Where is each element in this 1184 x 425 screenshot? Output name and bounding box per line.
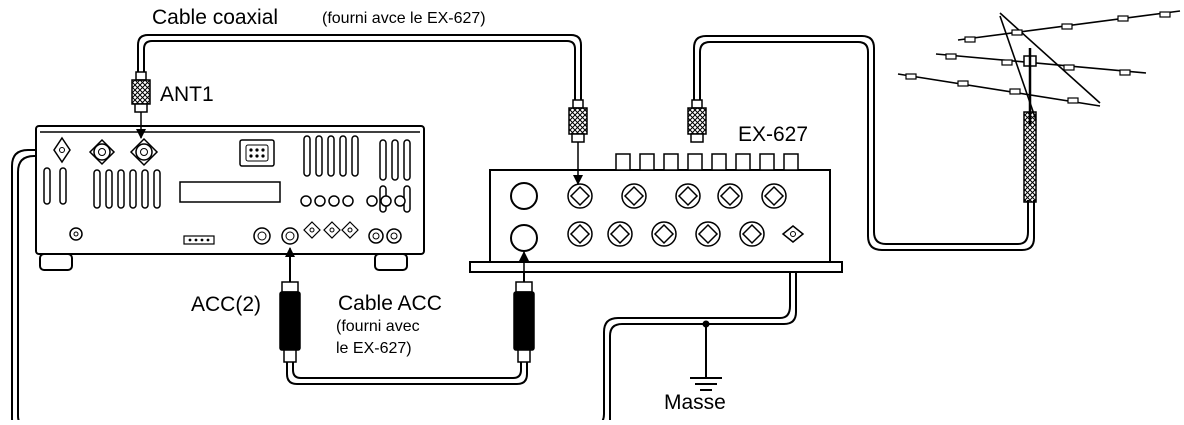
connection-arrows bbox=[136, 112, 583, 282]
coax-plug-ant1 bbox=[131, 71, 151, 113]
acc-cable-note-line1: (fourni avec bbox=[336, 318, 420, 335]
transceiver-rear-panel bbox=[35, 125, 425, 271]
coaxial-cable-label: Cable coaxial bbox=[152, 6, 279, 29]
acc-cable-label: Cable ACC bbox=[338, 292, 442, 315]
acc-cable-note-line2: le EX-627) bbox=[336, 340, 412, 357]
coax-plug-ex627 bbox=[568, 99, 588, 143]
antenna-feed-cable bbox=[693, 35, 1035, 251]
ground-label: Masse bbox=[664, 391, 726, 414]
ant1-label: ANT1 bbox=[160, 83, 214, 106]
acc-cable-note: (fourni avec le EX-627) bbox=[336, 316, 420, 360]
ex627-unit bbox=[469, 153, 843, 273]
ex627-label: EX-627 bbox=[738, 123, 809, 146]
coaxial-cable bbox=[137, 34, 582, 108]
coax-plug-antenna bbox=[687, 99, 707, 143]
acc-plug-ex627 bbox=[513, 281, 535, 363]
acc2-label: ACC(2) bbox=[191, 293, 262, 316]
ground-symbol bbox=[690, 320, 722, 391]
acc-plug-transceiver bbox=[279, 281, 301, 363]
yagi-antenna bbox=[897, 10, 1181, 203]
coaxial-cable-note: (fourni avce le EX-627) bbox=[322, 10, 486, 27]
